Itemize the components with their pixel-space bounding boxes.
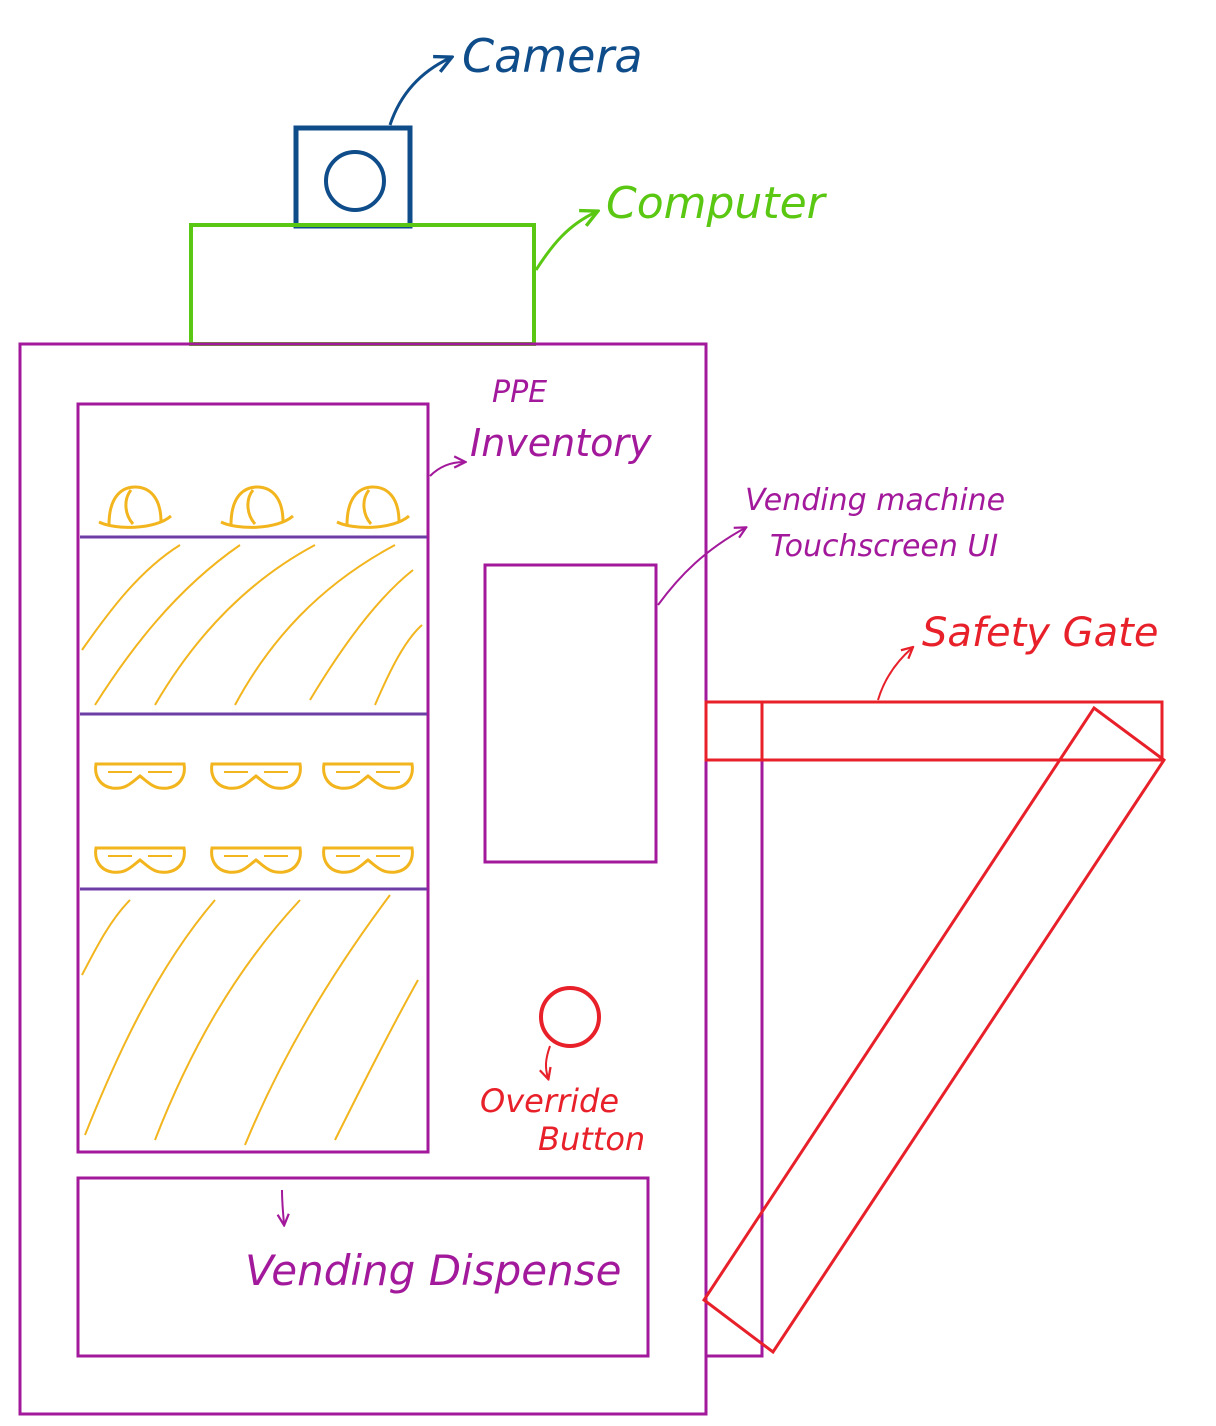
vending-dispense-label: Vending Dispense: [245, 1246, 621, 1295]
hard-hat-row: [98, 485, 410, 529]
gate-post: [704, 700, 764, 1358]
ppe-inventory-arrow: [429, 462, 464, 477]
hard-hat-icon: [98, 485, 172, 529]
touchscreen-ui-arrow: [657, 528, 745, 606]
hard-hat-icon: [336, 485, 410, 529]
vending-dispense-bay: [76, 1176, 650, 1358]
safety-goggles-icon: [322, 762, 414, 790]
ppe-inventory-cabinet: [76, 402, 430, 1154]
override-button-label-line2: Button: [538, 1120, 645, 1158]
safety-goggles-icon: [210, 846, 302, 874]
safety-goggles-icon: [210, 762, 302, 790]
empty-slot-hatching-lower: [81, 894, 419, 1146]
vending-dispense-arrow: [282, 1189, 284, 1224]
safety-goggles-grid: [94, 762, 414, 874]
safety-gate-arrow: [877, 648, 912, 701]
safety-gate: [701, 700, 1167, 1355]
camera-label: Camera: [462, 29, 643, 83]
override-button-arrow: [546, 1045, 550, 1078]
touchscreen-ui-label-line1: Vending machine: [745, 483, 1005, 518]
safety-goggles-icon: [94, 846, 186, 874]
camera-arrow: [388, 58, 450, 126]
hard-hat-icon: [220, 485, 294, 529]
touchscreen-ui-label-line2: Touchscreen UI: [770, 529, 998, 564]
safety-goggles-icon: [322, 846, 414, 874]
camera-icon: [293, 125, 413, 229]
override-button-label-line1: Override: [480, 1082, 619, 1120]
computer-box: [189, 223, 536, 346]
override-button-circle: [539, 986, 601, 1048]
touchscreen-ui-panel: [483, 563, 658, 864]
ppe-inventory-label-line1: PPE: [492, 375, 547, 410]
computer-label: Computer: [606, 178, 828, 229]
computer-arrow: [534, 212, 596, 271]
safety-gate-label: Safety Gate: [922, 610, 1158, 656]
empty-slot-hatching-upper: [81, 544, 423, 706]
safety-goggles-icon: [94, 762, 186, 790]
ppe-inventory-label-line2: Inventory: [470, 421, 652, 465]
